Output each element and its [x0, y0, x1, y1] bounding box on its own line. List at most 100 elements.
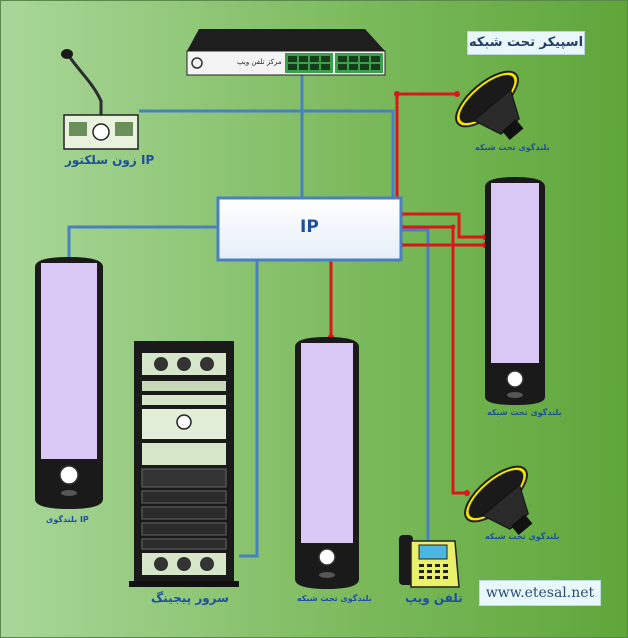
- dot: [394, 91, 400, 97]
- diagram-title: اسپیکر تحت شبکه: [467, 31, 585, 55]
- horn-driver: [501, 119, 524, 141]
- column-speaker-left: [35, 257, 103, 509]
- port: [338, 64, 347, 70]
- column-center-label: بلندگوی تحت شبکه: [297, 594, 372, 603]
- column-right-label: بلندگوی تحت شبکه: [487, 408, 562, 417]
- port: [299, 56, 308, 62]
- fan-icon: [154, 557, 168, 571]
- paging-server-label: سرور پیجینگ: [151, 591, 229, 605]
- ip-hub-box: [216, 196, 403, 262]
- dot: [454, 91, 460, 97]
- fan-icon: [154, 357, 168, 371]
- port: [310, 56, 319, 62]
- column-logo-icon: [506, 370, 524, 388]
- column-logo-icon: [59, 465, 79, 485]
- horn-mouth: [468, 469, 524, 519]
- zone-selector: [61, 49, 139, 150]
- dot: [464, 490, 470, 496]
- voip-phone-label: تلفن ویپ: [405, 591, 463, 605]
- key: [419, 564, 424, 567]
- horn-bottom-label: بلندگوی تحت شبکه: [485, 532, 560, 541]
- link-zone-hub: [139, 109, 395, 198]
- key: [419, 570, 424, 573]
- rack-base: [129, 581, 239, 587]
- column-left-label: بلندگوی IP: [46, 515, 89, 524]
- fan-icon: [200, 557, 214, 571]
- fan-icon: [177, 357, 191, 371]
- rack-blank: [141, 538, 227, 550]
- rack-blank: [141, 506, 227, 520]
- rack-patch-panel: [142, 381, 226, 391]
- rack-unit: [142, 395, 226, 405]
- port: [299, 64, 308, 70]
- column-port: [507, 392, 523, 398]
- paging-server-rack: [129, 341, 239, 587]
- column-logo-icon: [318, 548, 336, 566]
- horn-top-label: بلندگوی تحت شبکه: [475, 143, 550, 152]
- column-port: [61, 490, 77, 496]
- link-hub-bottom-horn: [401, 225, 467, 495]
- zone-selector-grill-right: [115, 122, 133, 136]
- column-port: [319, 572, 335, 578]
- network-switch: [186, 29, 386, 76]
- port: [349, 64, 358, 70]
- column-grill: [301, 343, 353, 543]
- horn-speaker-bottom: [464, 465, 533, 536]
- port: [321, 56, 330, 62]
- key: [435, 576, 440, 579]
- port: [288, 64, 297, 70]
- key: [443, 570, 448, 573]
- port: [371, 56, 380, 62]
- link-hub-right-column: [401, 212, 485, 239]
- switch-logo-icon: [191, 57, 203, 69]
- horn-driver: [510, 514, 533, 536]
- horn-body: [472, 88, 520, 135]
- voip-phone: [399, 535, 460, 588]
- fan-icon: [177, 557, 191, 571]
- switch-top-face: [187, 29, 385, 51]
- horn-mouth: [459, 74, 515, 124]
- port: [360, 64, 369, 70]
- link-left-speaker-hub: [67, 225, 218, 257]
- website-link[interactable]: www.etesal.net: [479, 580, 601, 606]
- port: [321, 64, 330, 70]
- key: [427, 564, 432, 567]
- column-speaker-center: [295, 337, 359, 589]
- zone-selector-logo-icon: [92, 123, 110, 141]
- key: [443, 564, 448, 567]
- fan-icon: [200, 357, 214, 371]
- mic-head-icon: [61, 49, 73, 59]
- key: [435, 564, 440, 567]
- link-hub-top-horn: [395, 92, 457, 198]
- column-grill: [41, 263, 97, 459]
- zone-selector-label: زون سلکتور IP: [65, 153, 155, 167]
- port: [338, 56, 347, 62]
- horn-body: [481, 483, 529, 530]
- port: [349, 56, 358, 62]
- port: [371, 64, 380, 70]
- port: [288, 56, 297, 62]
- rack-amplifier: [141, 468, 227, 488]
- port: [310, 64, 319, 70]
- horn-speaker-top: [455, 70, 524, 141]
- link-phone-hub: [401, 228, 430, 546]
- rack-amplifier: [142, 443, 226, 465]
- key: [435, 570, 440, 573]
- ip-hub: [216, 196, 403, 262]
- column-speaker-right: [485, 177, 545, 405]
- phone-handset: [399, 535, 413, 585]
- rack-blank: [141, 522, 227, 536]
- key: [427, 570, 432, 573]
- mic-gooseneck: [67, 55, 103, 117]
- switch-label: مرکز تلفن ویپ: [237, 58, 282, 66]
- phone-keypad-icon: [419, 564, 448, 579]
- port: [360, 56, 369, 62]
- key: [419, 576, 424, 579]
- rack-logo-icon: [176, 414, 192, 430]
- column-grill: [491, 183, 539, 363]
- ip-hub-label: IP: [300, 217, 319, 237]
- switch-ports: [288, 56, 380, 70]
- phone-screen: [418, 544, 448, 560]
